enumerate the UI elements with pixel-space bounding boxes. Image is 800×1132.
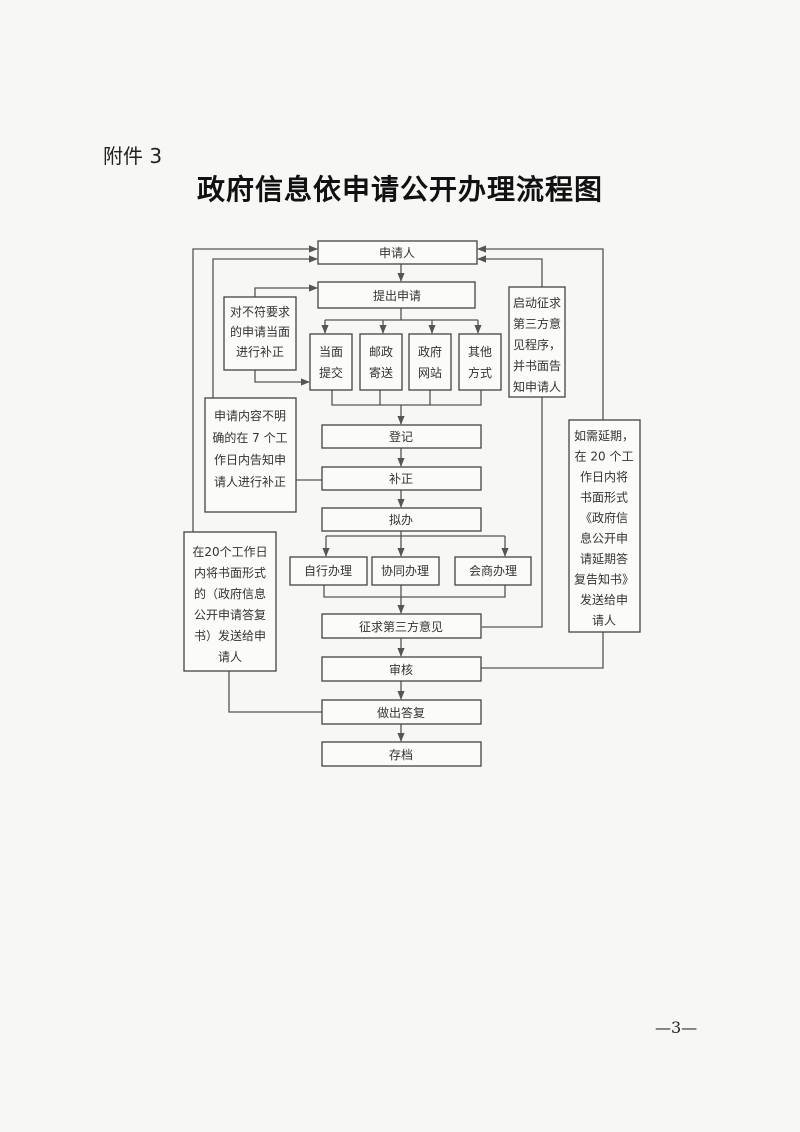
step-supplement: 补正 (321, 466, 482, 491)
svg-text:征求第三方意见: 征求第三方意见 (359, 619, 443, 634)
attachment-label: 附件 3 (103, 144, 163, 168)
step-reply: 做出答复 (321, 699, 482, 725)
svg-text:政府网站: 政府网站 (418, 344, 442, 380)
step-applicant: 申请人 (317, 240, 478, 265)
svg-text:登记: 登记 (389, 429, 413, 444)
svg-text:自行办理: 自行办理 (304, 563, 352, 578)
page-title: 政府信息依申请公开办理流程图 (196, 173, 603, 206)
svg-text:提出申请: 提出申请 (373, 288, 421, 303)
step-submit: 提出申请 (317, 281, 476, 309)
connectors (192, 245, 604, 742)
step-review: 审核 (321, 656, 482, 682)
channel-website: 政府网站 (408, 333, 452, 391)
note-extension: 如需延期，在 20 个工作日内将书面形式《政府信息公开申请延期答复告知书》发送给… (568, 419, 641, 633)
note-reply-20-days: 在20个工作日内将书面形式的（政府信息公开申请答复书）发送给申请人 (183, 531, 277, 672)
svg-text:拟办: 拟办 (389, 512, 413, 527)
channel-in-person: 当面提交 (309, 333, 353, 391)
svg-text:其他方式: 其他方式 (468, 345, 492, 380)
note-onsite-fix: 对不符要求的申请当面进行补正 (223, 296, 297, 371)
step-third-party: 征求第三方意见 (321, 613, 482, 639)
step-draft: 拟办 (321, 507, 482, 532)
channel-post: 邮政寄送 (359, 333, 403, 391)
handling-consult: 会商办理 (454, 556, 532, 586)
svg-text:做出答复: 做出答复 (377, 705, 425, 720)
svg-text:对不符要求的申请当面进行补正: 对不符要求的申请当面进行补正 (230, 304, 290, 359)
svg-text:协同办理: 协同办理 (381, 563, 429, 578)
svg-text:申请人: 申请人 (379, 246, 415, 260)
svg-text:当面提交: 当面提交 (319, 345, 343, 380)
note-unclear: 申请内容不明确的在 7 个工作日内告知申请人进行补正 (204, 397, 297, 513)
channel-other: 其他方式 (458, 333, 502, 391)
page-number: —3— (655, 1018, 698, 1037)
svg-text:如需延期，在 20 个工作日内将书面形式《政府信息公开申请延: 如需延期，在 20 个工作日内将书面形式《政府信息公开申请延期答复告知书》发送给… (574, 428, 634, 628)
svg-text:申请内容不明确的在 7 个工作日内告知申请人进行补正: 申请内容不明确的在 7 个工作日内告知申请人进行补正 (212, 408, 287, 489)
note-third-party-notice: 启动征求第三方意见程序，并书面告知申请人 (508, 286, 566, 398)
svg-text:补正: 补正 (389, 472, 413, 486)
svg-text:会商办理: 会商办理 (469, 563, 517, 578)
svg-text:邮政寄送: 邮政寄送 (369, 345, 393, 380)
handling-self: 自行办理 (289, 556, 368, 586)
step-register: 登记 (321, 424, 482, 449)
svg-text:存档: 存档 (389, 748, 413, 762)
svg-text:在20个工作日内将书面形式的（政府信息公开申请答复书）发送给: 在20个工作日内将书面形式的（政府信息公开申请答复书）发送给申请人 (192, 545, 267, 664)
svg-text:启动征求第三方意见程序，并书面告知申请人: 启动征求第三方意见程序，并书面告知申请人 (513, 296, 561, 394)
step-archive: 存档 (321, 741, 482, 767)
handling-joint: 协同办理 (371, 556, 440, 586)
svg-text:审核: 审核 (389, 662, 413, 677)
